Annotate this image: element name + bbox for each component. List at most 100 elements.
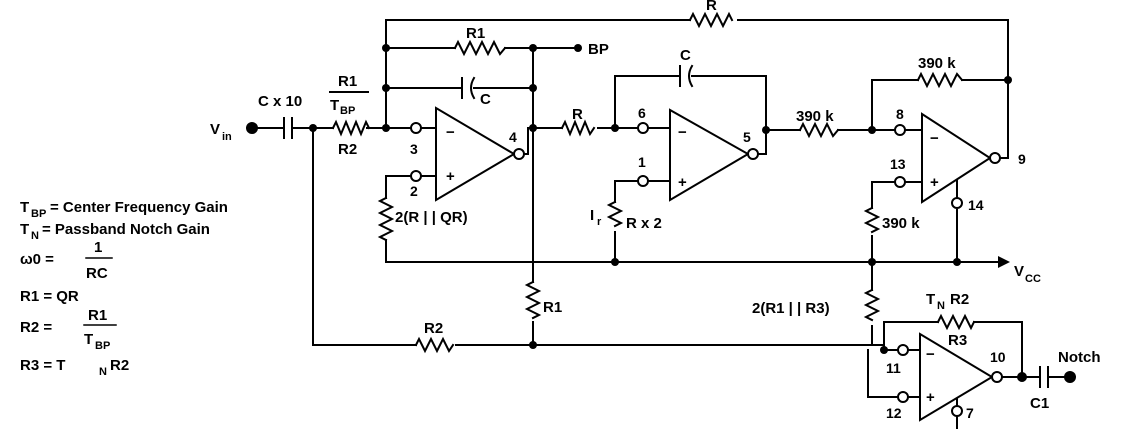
resistor-r2-input	[331, 119, 371, 137]
design-equations: T BP = Center Frequency Gain T N = Passb…	[20, 199, 228, 378]
pin-3: 3	[410, 141, 418, 157]
resistor-r-x2	[606, 200, 624, 228]
label-tn-sub: N	[937, 300, 945, 312]
opamp-3-plus: +	[930, 174, 939, 191]
capacitor-c1	[1039, 366, 1049, 388]
label-390k-mid: 390 k	[796, 108, 834, 125]
eq-r3-rhs: R2	[110, 357, 129, 374]
capacitor-c-integrator	[679, 64, 694, 88]
resistor-r1-vertical	[524, 280, 542, 320]
pin-14: 14	[968, 197, 984, 213]
pin-1: 1	[638, 154, 646, 170]
eq-r3-lhs: R3 = T	[20, 357, 65, 374]
opamp-1-minus: −	[446, 124, 455, 141]
label-r1-vertical: R1	[543, 299, 562, 316]
label-tn: T	[926, 291, 935, 308]
eq-w0-lhs: ω0 =	[20, 251, 54, 268]
opamp-3-minus: −	[930, 130, 939, 147]
eq-tbp-sym: T	[20, 199, 29, 216]
capacitor-c-x10	[283, 117, 293, 139]
label-ir: I	[590, 207, 594, 224]
eq-tn-sym: T	[20, 221, 29, 238]
label-2r-qr: 2(R | | QR)	[395, 209, 468, 226]
opamp-notch	[919, 332, 994, 422]
resistor-2r-qr	[377, 196, 395, 242]
label-r-top: R	[706, 0, 717, 14]
label-c1: C1	[1030, 395, 1049, 412]
resistor-390k-bias	[863, 206, 881, 234]
eq-r2-den: T	[84, 331, 93, 348]
pin-2: 2	[410, 183, 418, 199]
eq-r2-num: R1	[88, 307, 107, 324]
label-r3: R3	[948, 332, 967, 349]
pin-9: 9	[1018, 151, 1026, 167]
eq-r1: R1 = QR	[20, 288, 79, 305]
label-notch: Notch	[1058, 349, 1101, 366]
label-c-x10: C x 10	[258, 93, 302, 110]
resistor-r2-bottom	[414, 336, 455, 354]
eq-r2-den-sub: BP	[95, 340, 110, 352]
label-bp: BP	[588, 41, 609, 58]
opamp-notch-plus: +	[926, 389, 935, 406]
resistor-r-mid	[560, 119, 596, 137]
label-r1-over-tbp-den-sub: BP	[340, 105, 355, 117]
resistor-r-top	[688, 11, 734, 29]
opamp-2-plus: +	[678, 174, 687, 191]
label-390k-bias: 390 k	[882, 215, 920, 232]
resistor-tn-r2	[936, 313, 976, 331]
opamp-1-plus: +	[446, 168, 455, 185]
pin-4: 4	[509, 129, 517, 145]
vin-terminal	[246, 122, 258, 134]
label-r1-over-tbp-den: T	[330, 97, 339, 114]
label-r2-input: R2	[338, 141, 357, 158]
pin-13: 13	[890, 156, 906, 172]
pin-12: 12	[886, 405, 902, 421]
resistor-r1-top	[453, 39, 507, 57]
label-390k-fb: 390 k	[918, 55, 956, 72]
eq-w0-den: RC	[86, 265, 108, 282]
capacitors	[283, 64, 1049, 388]
resistor-390k-mid	[798, 121, 840, 139]
opamp-notch-minus: −	[926, 346, 935, 363]
eq-tbp-text: = Center Frequency Gain	[50, 199, 228, 216]
label-ir-sub: r	[597, 216, 602, 228]
junctions	[246, 44, 1076, 383]
pin-10: 10	[990, 349, 1006, 365]
eq-r2-lhs: R2 =	[20, 319, 52, 336]
eq-tn-sub: N	[31, 230, 39, 242]
pin-7: 7	[966, 405, 974, 421]
vcc-arrow-icon	[998, 256, 1010, 268]
label-vin-sub: in	[222, 131, 232, 143]
pin-6: 6	[638, 105, 646, 121]
pin-11: 11	[886, 360, 901, 376]
label-c-integrator: C	[680, 47, 691, 64]
opamp-2	[669, 108, 751, 202]
opamps: − + − + − + − +	[435, 106, 994, 422]
pin-8: 8	[896, 106, 904, 122]
eq-tn-text: = Passband Notch Gain	[42, 221, 210, 238]
label-vin: V	[210, 121, 220, 138]
label-vcc-sub: CC	[1025, 273, 1041, 285]
resistor-r1-r3	[863, 288, 881, 322]
capacitor-c-feedback	[461, 76, 476, 100]
eq-w0-num: 1	[94, 239, 102, 256]
label-r1-r3: 2(R1 | | R3)	[752, 300, 830, 317]
opamp-1	[435, 106, 516, 202]
pin-5: 5	[743, 129, 751, 145]
opamp-2-minus: −	[678, 124, 687, 141]
label-r1-top: R1	[466, 25, 485, 42]
label-r-x2: R x 2	[626, 215, 662, 232]
label-tn-r2: R2	[950, 291, 969, 308]
component-labels: R R1 BP C C R1 T BP C x 10 V in R2 R 390…	[210, 0, 1101, 412]
pin-numbers: 2 3 4 6 1 5 8 13 9 14 11 12 10 7	[410, 105, 1026, 421]
eq-r3-sub: N	[99, 366, 107, 378]
resistor-390k-fb	[916, 71, 964, 89]
label-r1-over-tbp-num: R1	[338, 73, 357, 90]
resistors	[331, 11, 976, 354]
label-r2-bottom: R2	[424, 320, 443, 337]
eq-tbp-sub: BP	[31, 208, 46, 220]
opamp-3	[921, 112, 992, 204]
label-c-feedback: C	[480, 91, 491, 108]
label-r-mid: R	[572, 106, 583, 123]
